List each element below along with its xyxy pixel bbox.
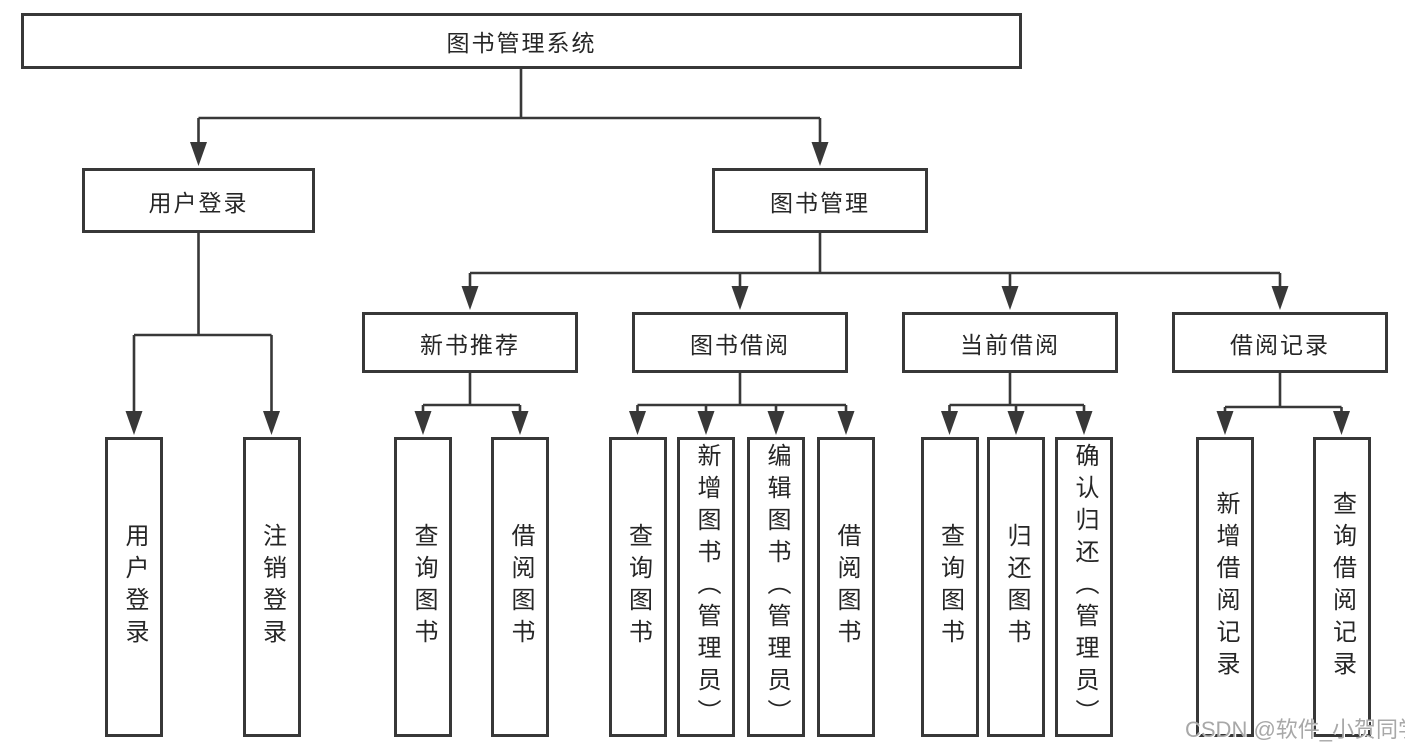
node-book-management: 图书管理	[712, 168, 928, 233]
leaf-current-return-books: 归还图书	[987, 437, 1045, 737]
leaf-logout: 注销登录	[242, 437, 301, 737]
leaf-recommend-query-books: 查询图书	[394, 437, 452, 737]
node-user-login: 用户登录	[82, 168, 315, 233]
node-library-management-system: 图书管理系统	[21, 13, 1022, 69]
leaf-current-confirm-return-admin: 确认归还（管理员）	[1055, 437, 1113, 737]
leaf-recommend-borrow-books: 借阅图书	[491, 437, 549, 737]
leaf-borrowing-query-books: 查询图书	[608, 437, 667, 737]
leaf-user-login: 用户登录	[105, 437, 163, 737]
node-current-borrowing: 当前借阅	[902, 312, 1118, 373]
node-borrowing-records: 借阅记录	[1172, 312, 1388, 373]
csdn-watermark: CSDN @软件_小贺同学	[1185, 717, 1405, 742]
node-new-book-recommend: 新书推荐	[362, 312, 578, 373]
leaf-records-add-borrow-record: 新增借阅记录	[1196, 437, 1254, 737]
leaf-current-query-books: 查询图书	[920, 437, 979, 737]
leaf-borrowing-edit-books-admin: 编辑图书（管理员）	[747, 437, 805, 737]
leaf-records-query-borrow-record: 查询借阅记录	[1312, 437, 1371, 737]
node-book-borrowing: 图书借阅	[632, 312, 848, 373]
leaf-borrowing-add-books-admin: 新增图书（管理员）	[677, 437, 735, 737]
leaf-borrowing-borrow-books: 借阅图书	[817, 437, 875, 737]
